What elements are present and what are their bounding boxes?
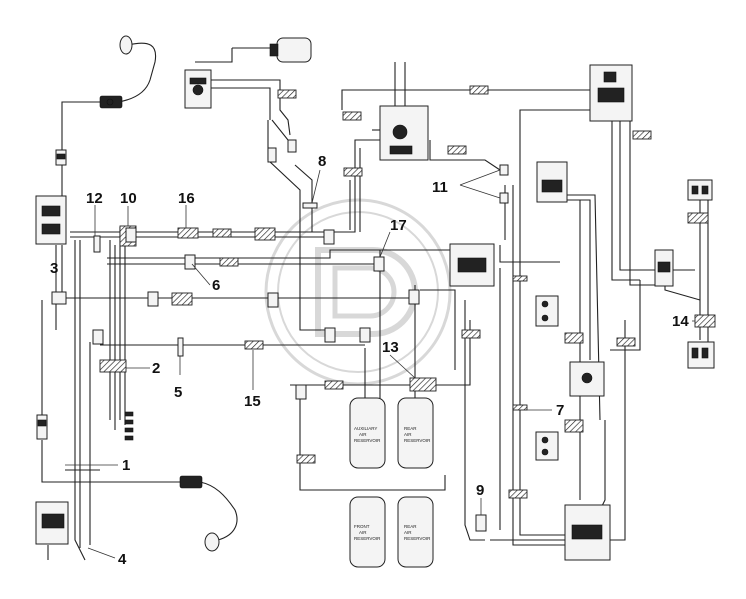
callout-3: 3 — [50, 260, 58, 277]
svg-text:AIR: AIR — [404, 432, 412, 437]
callout-2: 2 — [152, 360, 160, 377]
callout-9: 9 — [476, 482, 484, 499]
svg-text:REAR: REAR — [404, 426, 417, 431]
callout-11: 11 — [432, 179, 448, 196]
callout-15: 15 — [244, 393, 261, 410]
hose-fitting-icon — [36, 139, 509, 532]
callout-7: 7 — [556, 402, 564, 419]
valve-icon — [35, 64, 715, 561]
callout-labels: 1 2 3 4 5 6 7 8 9 10 11 12 13 14 15 16 1… — [50, 153, 689, 568]
svg-text:AIR: AIR — [359, 530, 367, 535]
svg-text:RESERVOIR: RESERVOIR — [354, 536, 381, 541]
callout-8: 8 — [318, 153, 326, 170]
svg-text:AIR: AIR — [359, 432, 367, 437]
svg-text:REAR: REAR — [404, 524, 417, 529]
callout-17: 17 — [390, 217, 407, 234]
callout-leaders — [55, 169, 695, 559]
callout-16: 16 — [178, 190, 195, 207]
svg-text:RESERVOIR: RESERVOIR — [354, 438, 381, 443]
svg-text:AIR: AIR — [404, 530, 412, 535]
brake-chamber-icon — [99, 35, 133, 109]
callout-14: 14 — [672, 313, 689, 330]
air-tank-icon — [349, 397, 434, 568]
svg-text:RESERVOIR: RESERVOIR — [404, 536, 431, 541]
brake-chamber-icon — [179, 475, 220, 552]
callout-13: 13 — [382, 339, 399, 356]
tank-label: AUXILIARY AIR RESERVOIR REAR AIR RESERVO… — [354, 426, 431, 541]
callout-10: 10 — [120, 190, 137, 207]
svg-text:RESERVOIR: RESERVOIR — [404, 438, 431, 443]
svg-text:FRONT: FRONT — [354, 524, 370, 529]
callout-4: 4 — [118, 551, 127, 568]
svg-text:AUXILIARY: AUXILIARY — [354, 426, 377, 431]
callout-6: 6 — [212, 277, 220, 294]
callout-12: 12 — [86, 190, 103, 207]
hose-tags — [99, 85, 716, 499]
callout-5: 5 — [174, 384, 182, 401]
compressor-icon — [269, 37, 312, 63]
watermark-logo-icon — [264, 198, 452, 386]
callout-1: 1 — [122, 457, 130, 474]
